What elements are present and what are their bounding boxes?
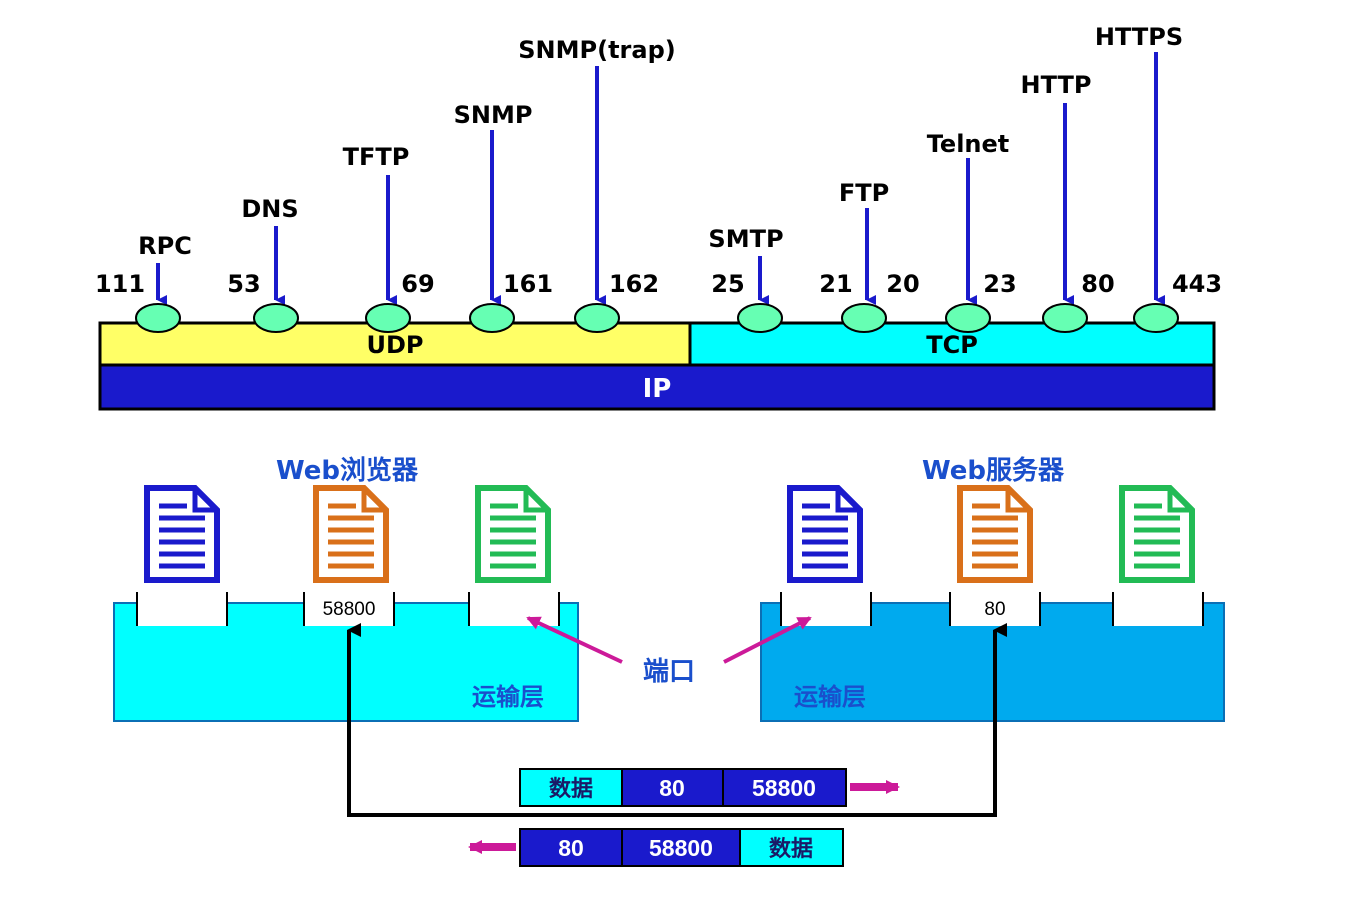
port-number: 443 <box>1172 270 1222 298</box>
packet-dst-port-text: 80 <box>558 835 584 861</box>
tcp-app-https: HTTPS 443 <box>1095 23 1222 333</box>
packet-src-port-cell <box>621 828 741 867</box>
client-slot-walls <box>136 592 560 626</box>
packet-src-port-text: 58800 <box>752 775 816 801</box>
port-oval <box>1133 303 1179 333</box>
packet-data-cell <box>739 828 844 867</box>
packet-src-port-text: 58800 <box>649 835 713 861</box>
port-pointer-left <box>526 616 623 664</box>
packet-dst-port-text: 80 <box>659 775 685 801</box>
server-port-slot-2 <box>950 592 1040 626</box>
client-transport-layer: 58800 运输层 <box>113 592 579 722</box>
udp-app-rpc: RPC 111 <box>95 232 192 333</box>
port-oval <box>1042 303 1088 333</box>
connection-path <box>347 641 997 817</box>
port-number: 111 <box>95 270 145 298</box>
server-title: Web服务器 <box>922 456 1065 486</box>
app-name: RPC <box>138 232 192 260</box>
server-transport-label: 运输层 <box>794 683 866 711</box>
server-port-slot-1 <box>781 592 871 626</box>
app-name: SNMP <box>454 101 533 129</box>
client-title: Web浏览器 <box>276 456 419 486</box>
port-oval <box>469 303 515 333</box>
port-oval <box>945 303 991 333</box>
tcp-app-smtp: SMTP 25 <box>708 225 784 333</box>
tcp-app-ftp: FTP 21 20 <box>819 179 920 333</box>
client-port-number: 58800 <box>323 599 376 620</box>
port-number: 80 <box>1081 270 1114 298</box>
udp-app-snmp-trap: SNMP(trap) 162 <box>518 36 676 333</box>
port-number: 53 <box>227 270 260 298</box>
port-number: 23 <box>983 270 1016 298</box>
port-label: 端口 <box>643 657 695 687</box>
app-name: SNMP(trap) <box>518 36 675 64</box>
port-number-right: 20 <box>886 270 919 298</box>
ip-label: IP <box>643 374 672 404</box>
tcp-label: TCP <box>926 331 978 359</box>
udp-app-snmp: SNMP 161 <box>454 101 553 333</box>
server-doc-blue-icon <box>787 485 863 583</box>
tcp-app-telnet: Telnet 23 <box>927 130 1017 333</box>
client-doc-orange-icon <box>313 485 389 583</box>
server-slot-walls <box>780 592 1204 626</box>
server-doc-orange-icon <box>957 485 1033 583</box>
port-oval <box>253 303 299 333</box>
packet-dst-port-cell <box>519 828 623 867</box>
request-packet: 数据 80 58800 <box>519 768 900 807</box>
port-number: 69 <box>401 270 434 298</box>
packet-data-text: 数据 <box>769 836 813 862</box>
app-name: Telnet <box>927 130 1010 158</box>
port-oval <box>135 303 181 333</box>
server-transport-layer: 80 运输层 <box>760 592 1225 722</box>
port-oval <box>574 303 620 333</box>
port-oval <box>365 303 411 333</box>
udp-label: UDP <box>367 331 424 359</box>
app-name: SMTP <box>708 225 783 253</box>
port-pointer-right <box>723 616 812 664</box>
client-transport-label: 运输层 <box>472 683 544 711</box>
app-name: FTP <box>839 179 889 207</box>
client-doc-green-icon <box>475 485 551 583</box>
port-oval <box>841 303 887 333</box>
protocol-stack: UDP TCP IP <box>98 321 1216 411</box>
response-packet: 80 58800 数据 <box>468 828 844 867</box>
client-port-slot-1 <box>137 592 227 626</box>
app-name: HTTP <box>1021 71 1092 99</box>
ip-layer <box>98 363 1216 411</box>
port-number-left: 21 <box>819 270 852 298</box>
server-doc-green-icon <box>1119 485 1195 583</box>
app-name: DNS <box>241 195 298 223</box>
client-doc-blue-icon <box>144 485 220 583</box>
tcp-app-http: HTTP 80 <box>1021 71 1115 333</box>
port-oval <box>737 303 783 333</box>
udp-app-dns: DNS 53 <box>227 195 299 333</box>
server-port-slot-3 <box>1113 592 1203 626</box>
client-port-slot-3 <box>469 592 559 626</box>
client-port-slot-2 <box>304 592 394 626</box>
packet-data-text: 数据 <box>549 776 593 802</box>
port-number: 161 <box>503 270 553 298</box>
app-name: TFTP <box>343 143 410 171</box>
packet-src-port-cell <box>722 768 847 807</box>
server-port-number: 80 <box>984 599 1005 620</box>
port-number: 25 <box>711 270 744 298</box>
app-name: HTTPS <box>1095 23 1183 51</box>
port-number: 162 <box>609 270 659 298</box>
udp-app-tftp: TFTP 69 <box>343 143 435 333</box>
